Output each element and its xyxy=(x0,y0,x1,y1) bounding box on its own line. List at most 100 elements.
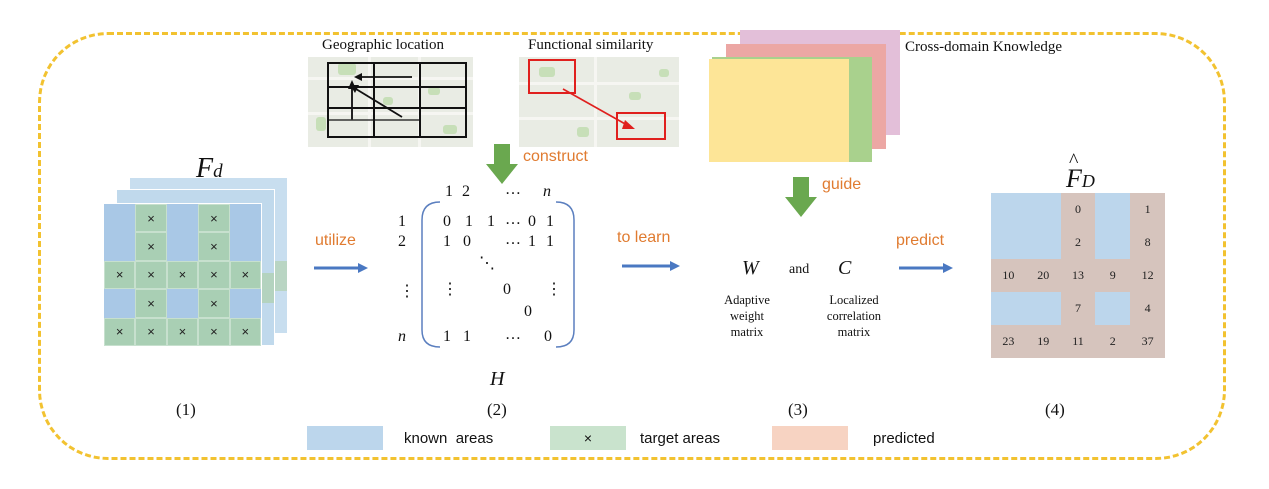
target-cell: × xyxy=(198,289,230,318)
target-cell: × xyxy=(166,317,199,346)
diagram-frame xyxy=(38,32,1226,460)
m-r2-c5: 1 xyxy=(546,233,554,250)
m-r1-c6: 1 xyxy=(546,213,554,230)
w-description: Adaptive weight matrix xyxy=(709,292,785,340)
known-cell xyxy=(991,292,1026,325)
utilize-label: utilize xyxy=(315,232,356,249)
predicted-cell: 20 xyxy=(1025,259,1061,292)
guide-label: guide xyxy=(822,176,862,193)
func-map-title: Functional similarity xyxy=(528,37,654,53)
known-cell xyxy=(229,204,261,233)
known-cell xyxy=(991,226,1026,259)
panel1-title-main: F xyxy=(196,153,214,184)
predicted-cell: 11 xyxy=(1060,325,1096,358)
known-cell xyxy=(1095,292,1131,325)
known-cell xyxy=(166,289,199,318)
c-desc-line1: Localized xyxy=(829,293,879,307)
known-cell xyxy=(1025,292,1061,325)
col-header-n: n xyxy=(543,183,551,200)
matrix-symbol: H xyxy=(490,368,505,390)
func-map xyxy=(519,57,679,147)
target-cell: × xyxy=(135,232,167,261)
legend-predicted-swatch xyxy=(772,426,848,450)
legend-predicted-label: predicted xyxy=(873,430,935,447)
target-cell: × xyxy=(229,260,261,290)
known-cell xyxy=(229,232,261,261)
m-r2-c3: … xyxy=(505,231,521,248)
utilize-arrow xyxy=(314,263,368,273)
predicted-cell: 2 xyxy=(1060,226,1096,259)
row-header-n: n xyxy=(398,328,406,345)
target-cell: × xyxy=(198,232,230,261)
known-cell xyxy=(104,204,136,233)
panel1-grid: ×××××××××××××××× xyxy=(103,203,262,347)
construct-label: construct xyxy=(523,148,588,165)
panel2-caption: (2) xyxy=(487,400,507,419)
known-cell xyxy=(1025,193,1061,226)
predicted-cell: 12 xyxy=(1130,259,1165,292)
target-cell: × xyxy=(198,260,230,290)
m-r2-c2: 0 xyxy=(463,233,471,250)
m-r1-c4: … xyxy=(505,211,521,228)
known-cell xyxy=(166,232,199,261)
m-ddots: ⋱ xyxy=(479,255,495,272)
target-cell: × xyxy=(229,317,261,346)
m-r2-c1: 1 xyxy=(443,233,451,250)
target-cell: × xyxy=(135,289,167,318)
legend-target-label: target areas xyxy=(640,430,721,447)
known-cell xyxy=(1095,226,1131,259)
row-header-2: 2 xyxy=(398,233,406,250)
row-header-vdots: ⋮ xyxy=(399,283,415,300)
predicted-cell: 10 xyxy=(991,259,1026,292)
legend-known-swatch xyxy=(307,426,383,450)
predicted-cell: 7 xyxy=(1060,292,1096,325)
to-learn-arrow xyxy=(622,261,680,271)
m-rn-c3: … xyxy=(505,326,521,343)
known-cell xyxy=(1095,193,1131,226)
m-r1-c5: 0 xyxy=(528,213,536,230)
known-cell xyxy=(166,204,199,233)
col-header-2: 2 xyxy=(462,183,470,200)
target-cell: × xyxy=(135,204,167,233)
panel1-caption: (1) xyxy=(176,400,196,419)
known-cell xyxy=(229,289,261,318)
sheet-yellow xyxy=(709,59,849,162)
known-cell xyxy=(104,232,136,261)
panel4-caption: (4) xyxy=(1045,400,1065,419)
known-cell xyxy=(991,193,1026,226)
target-cell: × xyxy=(104,317,136,346)
panel1-title-sub: d xyxy=(213,161,223,182)
panel3-caption: (3) xyxy=(788,400,808,419)
panel4-title-sub: D xyxy=(1081,171,1095,191)
panel4-title-hat: ^ xyxy=(1069,150,1079,172)
m-r1-c3: 1 xyxy=(487,213,495,230)
geo-map-title: Geographic location xyxy=(322,37,445,53)
c-description: Localized correlation matrix xyxy=(810,292,898,340)
m-vdots-left: ⋮ xyxy=(442,281,458,298)
w-desc-line1: Adaptive xyxy=(724,293,770,307)
m-r1-c1: 0 xyxy=(443,213,451,230)
predicted-cell: 8 xyxy=(1130,226,1165,259)
m-rn-c2: 1 xyxy=(463,328,471,345)
col-header-1: 1 xyxy=(445,183,453,200)
legend-target-swatch: × xyxy=(550,426,626,450)
m-rn-c1: 1 xyxy=(443,328,451,345)
c-desc-line2: correlation xyxy=(826,309,882,323)
to-learn-label: to learn xyxy=(617,229,671,246)
construct-arrow xyxy=(486,144,518,184)
geo-map xyxy=(308,57,473,147)
m-r1-c2: 1 xyxy=(465,213,473,230)
w-desc-line3: matrix xyxy=(730,325,764,339)
panel4-title-main: F xyxy=(1066,164,1082,193)
matrix-brackets xyxy=(421,201,575,348)
predicted-cell: 37 xyxy=(1130,325,1165,358)
predicted-cell: 1 xyxy=(1130,193,1165,226)
target-cell: × xyxy=(104,260,136,290)
panel1-title: Fd xyxy=(196,153,223,185)
predicted-cell: 9 xyxy=(1095,259,1131,292)
predict-label: predict xyxy=(896,232,945,249)
predicted-cell: 0 xyxy=(1060,193,1096,226)
known-cell xyxy=(104,289,136,318)
m-vdots-right: ⋮ xyxy=(546,281,562,298)
